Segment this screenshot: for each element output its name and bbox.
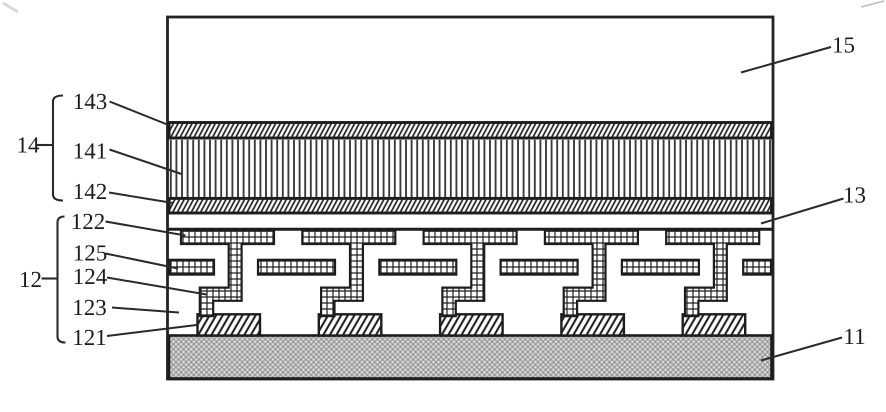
svg-text:143: 143 [73,89,108,114]
svg-text:15: 15 [832,33,855,58]
svg-text:125: 125 [73,241,108,266]
svg-text:11: 11 [843,324,865,349]
svg-text:14: 14 [17,133,41,158]
svg-text:123: 123 [72,295,107,320]
svg-text:124: 124 [73,264,108,289]
svg-text:122: 122 [71,209,106,234]
svg-text:12: 12 [19,267,42,292]
svg-text:142: 142 [73,179,108,204]
svg-text:121: 121 [72,325,107,350]
svg-text:141: 141 [73,139,108,164]
svg-text:13: 13 [843,183,866,208]
